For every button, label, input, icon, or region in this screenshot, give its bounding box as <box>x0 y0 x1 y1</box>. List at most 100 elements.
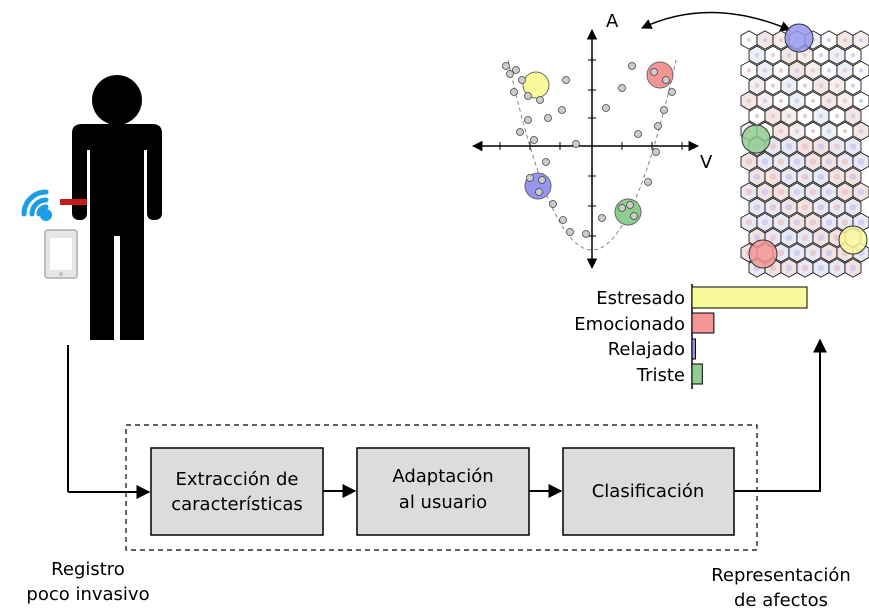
som-cell-marker <box>794 129 800 134</box>
som-cell-marker <box>849 264 857 272</box>
som-cell-marker <box>745 219 753 226</box>
adaptation-label-line2: al usuario <box>399 492 487 513</box>
som-cell-marker <box>785 264 793 272</box>
som-cell-marker <box>825 158 833 165</box>
som-cell-marker <box>825 188 833 196</box>
som-cell-marker <box>841 188 849 196</box>
som-cell-marker <box>826 68 832 73</box>
axis-label-v: V <box>700 152 713 173</box>
som-cell-marker <box>818 113 824 119</box>
som-cell-marker <box>769 204 777 211</box>
som-cell-marker <box>746 68 752 73</box>
som-cell-marker <box>778 129 784 134</box>
sample-points <box>502 62 676 238</box>
wristband <box>60 199 87 205</box>
som-cell-marker <box>833 143 841 150</box>
som-cell-marker <box>842 68 848 73</box>
stressed-cluster <box>522 71 550 99</box>
som-cell-marker <box>817 173 825 180</box>
extraction-label-line2: características <box>171 494 303 515</box>
axis-label-a: A <box>606 11 619 32</box>
som-cell-marker <box>793 249 801 256</box>
som-cell-marker <box>769 264 777 272</box>
som-cell-marker <box>769 143 777 150</box>
som-cell-marker <box>858 129 864 134</box>
classification-label: Clasificación <box>592 481 705 502</box>
som-cell-marker <box>858 98 864 104</box>
som-cell-marker <box>825 249 833 256</box>
som-cell-marker <box>777 249 785 256</box>
som-cell-marker <box>834 53 840 58</box>
som-cell-marker <box>801 204 809 211</box>
som-cell-marker <box>785 173 793 180</box>
extraction-label-line1: Extracción de <box>176 469 299 490</box>
classification-box: Clasificación <box>562 447 735 536</box>
recording-label-line2: poco invasivo <box>26 584 149 605</box>
adaptation-box: Adaptación al usuario <box>356 447 530 536</box>
som-cell-marker <box>785 234 793 241</box>
adaptation-label-line1: Adaptación <box>392 466 493 487</box>
som-cell-marker <box>834 83 840 88</box>
som-cell-marker <box>794 98 800 104</box>
som-cell-marker <box>810 129 816 134</box>
extraction-box: Extracción de características <box>150 447 324 536</box>
som-cell-marker <box>834 113 840 119</box>
som-cell-marker <box>842 129 848 134</box>
som-cell-marker <box>770 83 776 88</box>
recording-label-line1: Registro <box>51 559 125 580</box>
som-cell-marker <box>762 68 768 73</box>
som-cell-marker <box>809 188 817 196</box>
som-cell-marker <box>833 264 841 272</box>
excited-cluster <box>646 61 674 89</box>
som-cell-marker <box>754 113 760 119</box>
som-cell-marker <box>777 158 785 165</box>
som-cell-marker <box>777 219 785 226</box>
wifi-signal-icon <box>21 189 52 221</box>
som-cell-marker <box>850 83 856 88</box>
affect-label-stressed: Estresado <box>596 288 685 309</box>
som-cell-marker <box>810 68 816 73</box>
som-cell-marker <box>849 204 857 211</box>
som-cell-marker <box>841 219 849 226</box>
person-silhouette-icon <box>72 75 162 340</box>
valence-arousal-plot: A V <box>471 11 713 270</box>
som-cell-marker <box>785 143 793 150</box>
som-cell-marker <box>802 83 808 88</box>
plot-to-map-double-arrow <box>641 11 791 32</box>
affect-label-excited: Emocionado <box>574 314 685 335</box>
som-cell-marker <box>785 204 793 211</box>
som-cell-marker <box>818 53 824 58</box>
som-cell-marker <box>761 219 769 226</box>
som-cell-marker <box>809 158 817 165</box>
som-cell-marker <box>745 158 753 165</box>
som-cell-marker <box>762 37 768 43</box>
self-organizing-map-icon <box>740 23 869 278</box>
som-cell-marker <box>762 98 768 104</box>
output-arrow <box>734 338 827 492</box>
representation-label-line2: de afectos <box>734 590 828 610</box>
affect-bar-excited <box>691 312 715 334</box>
som-cell-marker <box>826 98 832 104</box>
som-cell-marker <box>850 113 856 119</box>
som-cell-marker <box>778 37 784 43</box>
som-cell-marker <box>745 188 753 196</box>
smartphone-icon <box>44 229 78 279</box>
som-cell-marker <box>778 68 784 73</box>
som-cell-marker <box>761 158 769 165</box>
som-cell-marker <box>777 188 785 196</box>
som-cell-marker <box>826 129 832 134</box>
affect-label-sad: Triste <box>636 365 685 386</box>
som-cell-marker <box>793 188 801 196</box>
som-cell-marker <box>786 53 792 58</box>
som-cell-marker <box>794 68 800 73</box>
som-cell-marker <box>778 98 784 104</box>
som-cell-marker <box>833 173 841 180</box>
som-cell-marker <box>761 188 769 196</box>
som-cell-marker <box>841 158 849 165</box>
som-cell-marker <box>769 173 777 180</box>
som-cell-marker <box>754 83 760 88</box>
som-cell-marker <box>786 83 792 88</box>
representation-label-line1: Representación <box>711 565 851 586</box>
som-cell-marker <box>818 83 824 88</box>
